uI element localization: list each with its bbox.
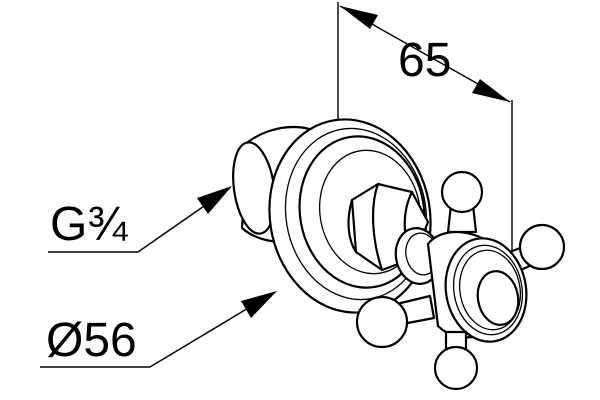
handle-knob-top	[440, 170, 484, 214]
handle-knob-bottom	[433, 345, 479, 391]
valve-drawing	[232, 118, 566, 391]
thread-dimension: G¾	[48, 186, 232, 253]
cross-handle-front	[355, 294, 479, 391]
handle-knob-left	[355, 295, 409, 349]
cross-handle-hub	[426, 231, 528, 343]
arrowhead-65-end	[472, 79, 510, 102]
diameter-dimension-label: Ø56	[46, 314, 137, 367]
thread-dimension-label: G¾	[50, 198, 128, 251]
length-dimension-label: 65	[398, 34, 451, 87]
thread-arrowhead	[197, 186, 232, 214]
diameter-arrowhead	[241, 291, 277, 318]
length-dimension: 65	[337, 2, 513, 290]
cap-indicator	[476, 270, 520, 326]
arrowhead-65-start	[340, 6, 378, 29]
handle-knob-right	[518, 223, 566, 271]
diameter-dimension: Ø56	[40, 291, 277, 368]
